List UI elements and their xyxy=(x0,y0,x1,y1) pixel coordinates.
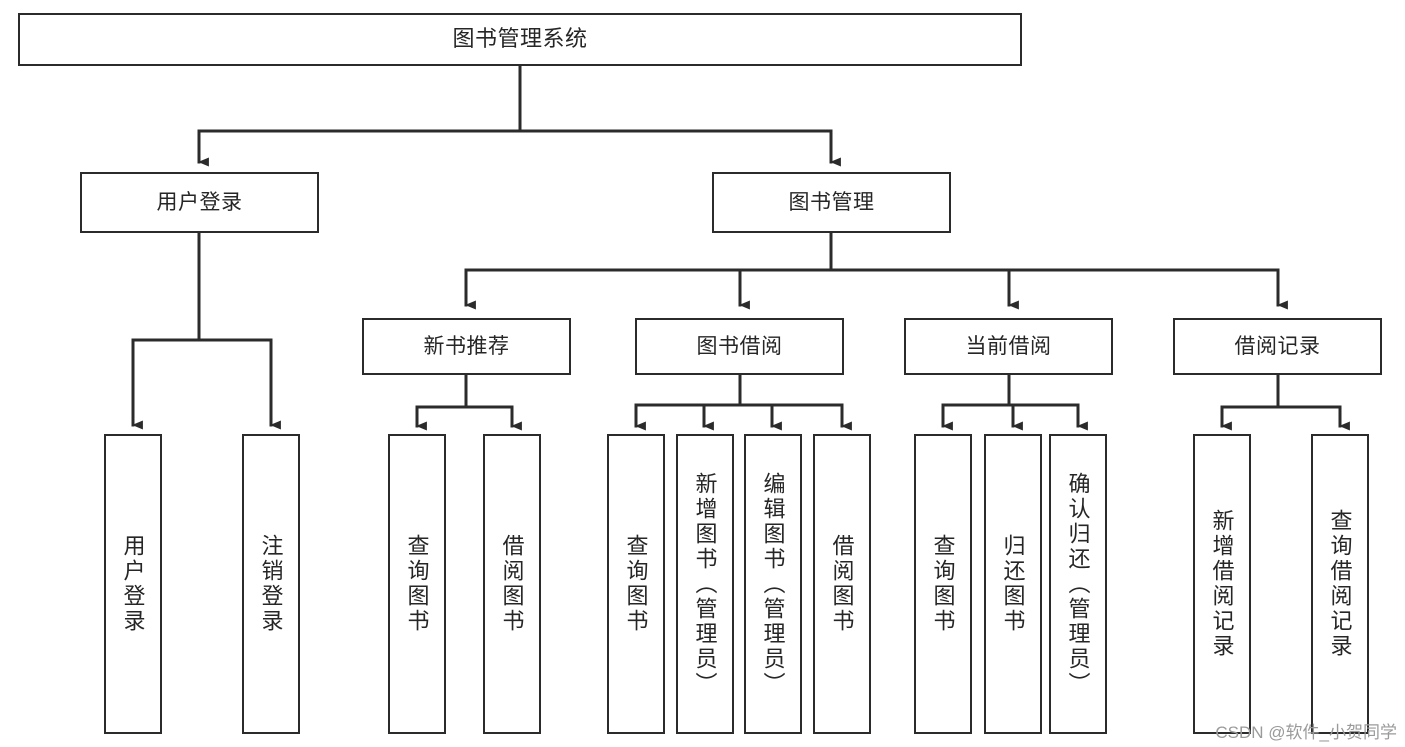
node-borrow-record[interactable]: 借阅记录 xyxy=(1173,318,1382,375)
leaf-user-login-signin[interactable]: 用户登录 xyxy=(104,434,162,734)
node-book-management[interactable]: 图书管理 xyxy=(712,172,951,233)
leaf-label: 编辑图书（管理员） xyxy=(760,471,786,697)
leaf-label: 注销登录 xyxy=(258,534,284,634)
leaf-current-borrow-confirm[interactable]: 确认归还（管理员） xyxy=(1049,434,1107,734)
leaf-book-borrow-lend[interactable]: 借阅图书 xyxy=(813,434,871,734)
leaf-label: 查询借阅记录 xyxy=(1327,509,1353,659)
node-new-book-recommend[interactable]: 新书推荐 xyxy=(362,318,571,375)
leaf-label: 新增图书（管理员） xyxy=(692,471,718,697)
leaf-book-borrow-query[interactable]: 查询图书 xyxy=(607,434,665,734)
node-user-login[interactable]: 用户登录 xyxy=(80,172,319,233)
leaf-label: 借阅图书 xyxy=(829,534,855,634)
leaf-label: 用户登录 xyxy=(120,534,146,634)
leaf-borrow-record-query[interactable]: 查询借阅记录 xyxy=(1311,434,1369,734)
node-root-system[interactable]: 图书管理系统 xyxy=(18,13,1022,66)
leaf-current-borrow-query[interactable]: 查询图书 xyxy=(914,434,972,734)
leaf-new-book-borrow[interactable]: 借阅图书 xyxy=(483,434,541,734)
leaf-user-login-signout[interactable]: 注销登录 xyxy=(242,434,300,734)
leaf-label: 确认归还（管理员） xyxy=(1065,471,1091,697)
leaf-book-borrow-edit[interactable]: 编辑图书（管理员） xyxy=(744,434,802,734)
node-book-borrow[interactable]: 图书借阅 xyxy=(635,318,844,375)
leaf-new-book-query[interactable]: 查询图书 xyxy=(388,434,446,734)
leaf-label: 借阅图书 xyxy=(499,534,525,634)
leaf-label: 查询图书 xyxy=(623,534,649,634)
leaf-label: 查询图书 xyxy=(404,534,430,634)
watermark-text: CSDN @软件_小贺同学 xyxy=(1215,723,1397,742)
leaf-book-borrow-add[interactable]: 新增图书（管理员） xyxy=(676,434,734,734)
leaf-current-borrow-return[interactable]: 归还图书 xyxy=(984,434,1042,734)
leaf-borrow-record-add[interactable]: 新增借阅记录 xyxy=(1193,434,1251,734)
leaf-label: 查询图书 xyxy=(930,534,956,634)
node-current-borrow[interactable]: 当前借阅 xyxy=(904,318,1113,375)
leaf-label: 归还图书 xyxy=(1000,534,1026,634)
leaf-label: 新增借阅记录 xyxy=(1209,509,1235,659)
